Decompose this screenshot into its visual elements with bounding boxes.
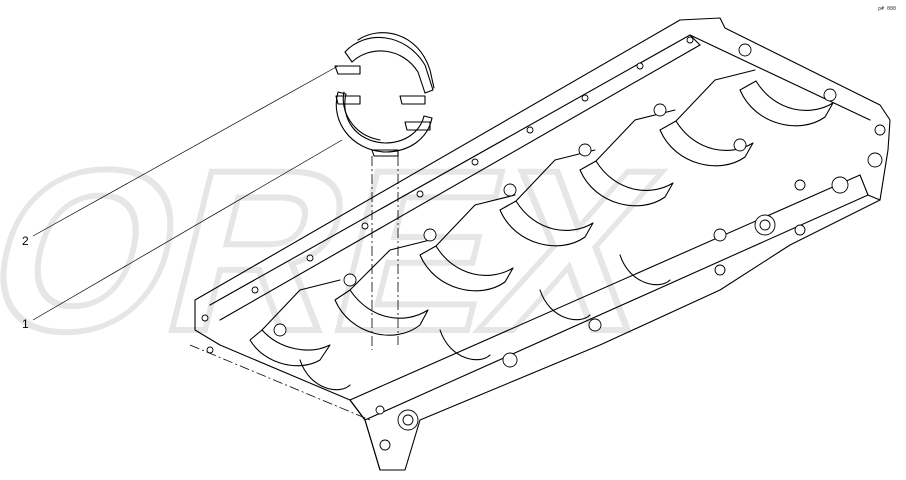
callout-2: 2	[22, 234, 29, 248]
bearing-shell-lower	[335, 91, 433, 157]
callout-1: 1	[22, 317, 29, 331]
watermark-text: OREX	[0, 123, 681, 379]
watermark: OREX	[0, 120, 684, 382]
cylinder-block	[194, 17, 891, 471]
bearing-shell-upper	[334, 32, 435, 105]
corner-mark: p# 000	[878, 6, 896, 12]
leader-lines	[32, 65, 343, 321]
alignment-lines	[189, 156, 399, 421]
